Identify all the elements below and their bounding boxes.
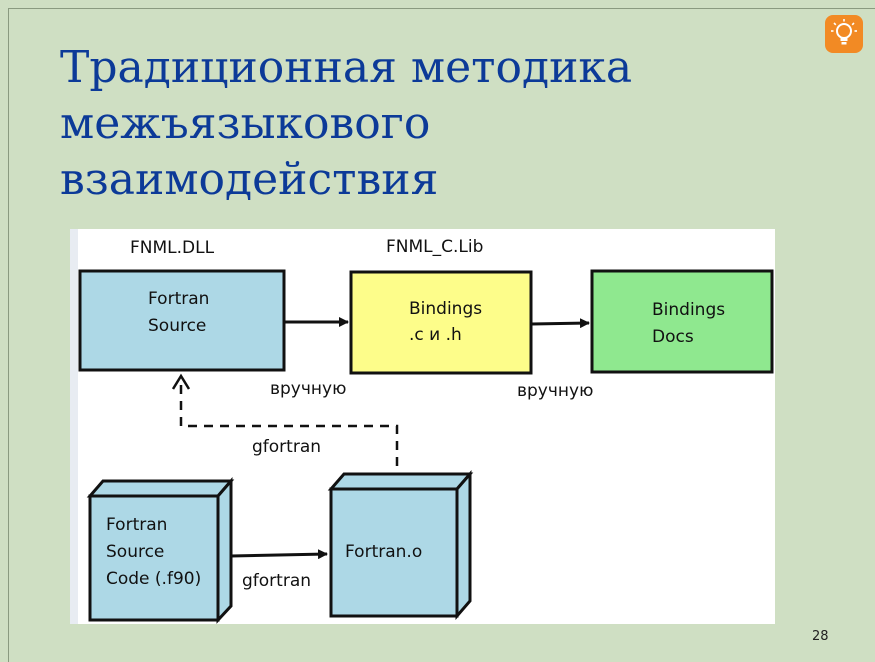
source-code-line-2: Source (106, 542, 164, 562)
interop-diagram: FNML.DLL FNML_C.Lib Fortran Source Bindi… (70, 229, 775, 624)
bindings-line-1: Bindings (409, 299, 482, 319)
fortran-source-line-2: Source (148, 316, 206, 336)
source-code-line-3: Code (.f90) (106, 569, 201, 589)
gfortran-top-label: gfortran (252, 437, 321, 457)
slide-border (8, 8, 875, 662)
manual-label-1: вручную (270, 379, 346, 399)
dashed-arrow-head (171, 373, 191, 390)
fnml-dll-label: FNML.DLL (130, 238, 215, 258)
fortran-object-box: Fortran.o (327, 469, 474, 621)
title-line-3: взаимодействия (60, 154, 439, 205)
bindings-docs-line-1: Bindings (652, 300, 725, 320)
lightbulb-icon[interactable] (825, 15, 863, 53)
source-code-line-1: Fortran (106, 515, 167, 535)
dashed-feedback-path (179, 379, 399, 466)
fortran-source-code-box: Fortran Source Code (.f90) (86, 476, 235, 624)
slide-title: Традиционная методика межъязыкового взаи… (60, 40, 760, 208)
bindings-docs-box: Bindings Docs (590, 269, 774, 374)
title-line-1: Традиционная методика (60, 42, 633, 93)
bindings-docs-line-2: Docs (652, 327, 694, 347)
fnml-c-lib-label: FNML_C.Lib (386, 237, 483, 257)
title-line-2: межъязыкового (60, 98, 431, 149)
manual-label-2: вручную (517, 381, 593, 401)
fortran-o-label: Fortran.o (345, 542, 422, 562)
fortran-source-box: Fortran Source (78, 269, 286, 372)
gfortran-bottom-label: gfortran (242, 571, 311, 591)
page-number: 28 (812, 629, 829, 644)
arrow-source-code-to-object (230, 549, 328, 560)
bindings-box: Bindings .c и .h (349, 270, 533, 375)
fortran-source-line-1: Fortran (148, 289, 209, 309)
bindings-line-2: .c и .h (409, 325, 462, 345)
arrow-bindings-to-docs (531, 318, 590, 329)
